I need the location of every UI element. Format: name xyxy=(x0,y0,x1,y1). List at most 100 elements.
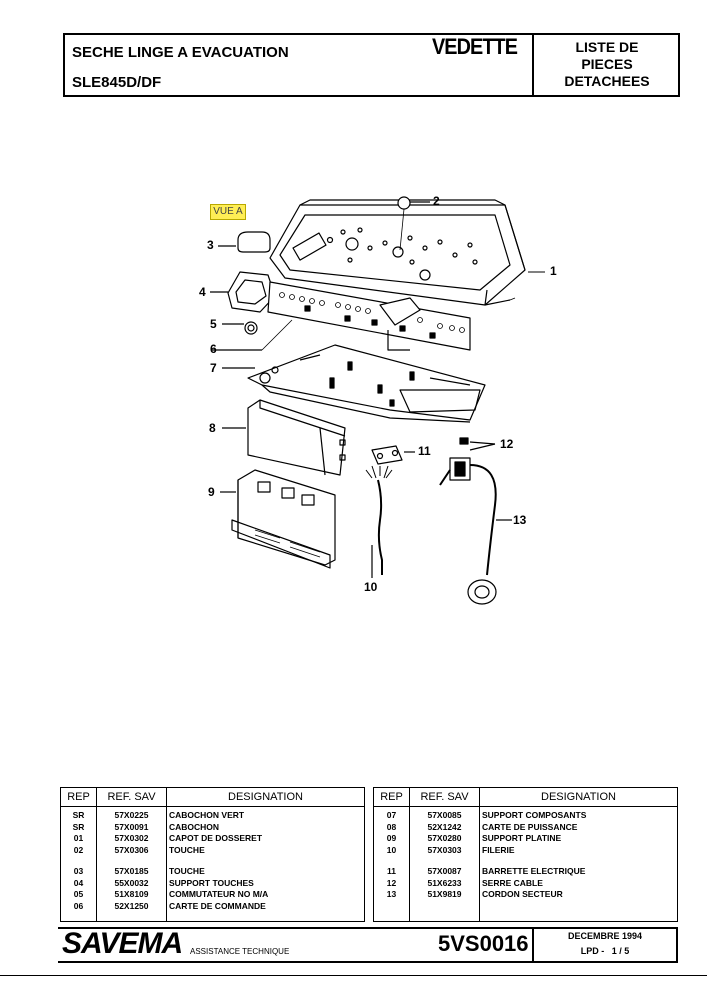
ref-cell: 52X1242 xyxy=(409,821,480,834)
rep-cell: 01 xyxy=(60,833,97,846)
ref-cell: 55X0032 xyxy=(96,877,167,890)
ref-cell: 57X0303 xyxy=(409,845,480,857)
callout-13: 13 xyxy=(513,513,527,527)
callout-11: 11 xyxy=(418,444,431,458)
ref-cell: 57X0085 xyxy=(409,806,480,822)
part-serre-cable xyxy=(459,437,496,451)
part-capot-dosseret xyxy=(269,199,526,306)
designation-cell: CABOCHON VERT xyxy=(166,806,365,822)
callout-8: 8 xyxy=(209,421,216,435)
table-row: 03 57X0185 TOUCHE xyxy=(60,865,365,878)
callout-7: 7 xyxy=(210,361,217,375)
rep-cell: SR xyxy=(60,806,97,822)
ref-cell: 57X0306 xyxy=(96,845,167,857)
footer-date-box xyxy=(532,927,678,963)
rep-cell: 10 xyxy=(373,845,410,857)
header-divider xyxy=(532,33,534,97)
col-ref: REF. SAV xyxy=(409,787,480,807)
model-number: SLE845D/DF xyxy=(72,74,162,91)
designation-cell: TOUCHE xyxy=(166,845,365,857)
table-row: 07 57X0085 SUPPORT COMPOSANTS xyxy=(373,806,678,822)
doc-type-line3: DETACHEES xyxy=(564,73,650,89)
parts-table-right: REP REF. SAV DESIGNATION 07 57X0085 SUPP… xyxy=(373,787,678,922)
parts-table-left: REP REF. SAV DESIGNATION SR 57X0225 CABO… xyxy=(60,787,365,922)
part-support-composants xyxy=(247,344,486,423)
view-label: VUE A xyxy=(210,204,246,220)
designation-cell: CARTE DE COMMANDE xyxy=(166,900,365,922)
ref-cell: 51X8109 xyxy=(96,889,167,901)
designation-cell: SUPPORT COMPOSANTS xyxy=(479,806,678,822)
col-ref: REF. SAV xyxy=(96,787,167,807)
ref-cell: 57X0225 xyxy=(96,806,167,822)
part-touche-2 xyxy=(397,196,430,251)
callout-9: 9 xyxy=(208,485,215,499)
callout-5: 5 xyxy=(210,317,217,331)
table-row: 11 57X0087 BARRETTE ELECTRIQUE xyxy=(373,865,678,878)
rep-cell: 09 xyxy=(373,833,410,846)
rep-cell: 04 xyxy=(60,877,97,890)
part-commutateur xyxy=(210,271,276,313)
exploded-view-diagram xyxy=(210,196,545,605)
rep-cell: SR xyxy=(60,821,97,834)
brand-logo: VEDETTE xyxy=(432,34,518,59)
ref-cell: 57X0091 xyxy=(96,821,167,834)
part-carte-puissance xyxy=(247,399,346,476)
callout-12: 12 xyxy=(500,437,514,451)
ref-cell: 57X0280 xyxy=(409,833,480,846)
designation-cell: CABOCHON xyxy=(166,821,365,834)
part-support-platine xyxy=(231,469,336,569)
document-title: SECHE LINGE A EVACUATION xyxy=(72,44,289,61)
rep-cell: 02 xyxy=(60,845,97,857)
designation-cell: CARTE DE PUISSANCE xyxy=(479,821,678,834)
table-row: 02 57X0306 TOUCHE xyxy=(60,845,365,857)
callout-6: 6 xyxy=(210,342,217,356)
col-rep: REP xyxy=(60,787,97,807)
doc-type-line1: LISTE DE xyxy=(575,39,639,55)
rep-cell: 05 xyxy=(60,889,97,901)
rep-cell: 07 xyxy=(373,806,410,822)
ref-cell: 57X0185 xyxy=(96,865,167,878)
col-designation: DESIGNATION xyxy=(166,787,365,807)
footer-frame xyxy=(58,927,678,963)
part-cordon-secteur xyxy=(439,457,512,605)
table-row: SR 57X0091 CABOCHON xyxy=(60,821,365,834)
ref-cell: 57X0087 xyxy=(409,865,480,878)
designation-cell: CAPOT DE DOSSERET xyxy=(166,833,365,846)
rep-cell: 08 xyxy=(373,821,410,834)
callout-3: 3 xyxy=(207,238,214,252)
col-rep: REP xyxy=(373,787,410,807)
part-carte-commande xyxy=(267,281,471,351)
part-touche-5 xyxy=(222,321,258,335)
ref-cell: 57X0302 xyxy=(96,833,167,846)
rep-cell: 03 xyxy=(60,865,97,878)
header-frame xyxy=(63,33,680,97)
designation-cell: BARRETTE ELECTRIQUE xyxy=(479,865,678,878)
bottom-rule xyxy=(0,975,707,976)
ref-cell: 52X1250 xyxy=(96,900,167,922)
part-barrette-electrique xyxy=(371,445,415,465)
table-row: 09 57X0280 SUPPORT PLATINE xyxy=(373,833,678,846)
callout-1: 1 xyxy=(550,264,557,278)
ref-cell: 51X6233 xyxy=(409,877,480,890)
page-number: LPD - 1 / 5 xyxy=(580,946,630,956)
rep-cell: 13 xyxy=(373,889,410,901)
callout-2: 2 xyxy=(433,194,440,208)
designation-cell: FILERIE xyxy=(479,845,678,857)
ref-cell: 51X9819 xyxy=(409,889,480,901)
designation-cell: CORDON SECTEUR xyxy=(479,889,678,901)
designation-cell: TOUCHE xyxy=(166,865,365,878)
designation-cell: SUPPORT PLATINE xyxy=(479,833,678,846)
part-filerie xyxy=(365,465,393,578)
designation-cell: SERRE CABLE xyxy=(479,877,678,890)
part-touche-3 xyxy=(218,231,271,253)
designation-cell: SUPPORT TOUCHES xyxy=(166,877,365,890)
document-date: DECEMBRE 1994 xyxy=(567,931,643,941)
designation-cell: COMMUTATEUR NO M/A xyxy=(166,889,365,901)
table-row: SR 57X0225 CABOCHON VERT xyxy=(60,806,365,822)
table-row: 06 52X1250 CARTE DE COMMANDE xyxy=(60,900,365,922)
rep-cell: 11 xyxy=(373,865,410,878)
col-designation: DESIGNATION xyxy=(479,787,678,807)
table-row: 10 57X0303 FILERIE xyxy=(373,845,678,857)
document-code: 5VS0016 xyxy=(438,931,529,956)
rep-cell: 06 xyxy=(60,900,97,922)
